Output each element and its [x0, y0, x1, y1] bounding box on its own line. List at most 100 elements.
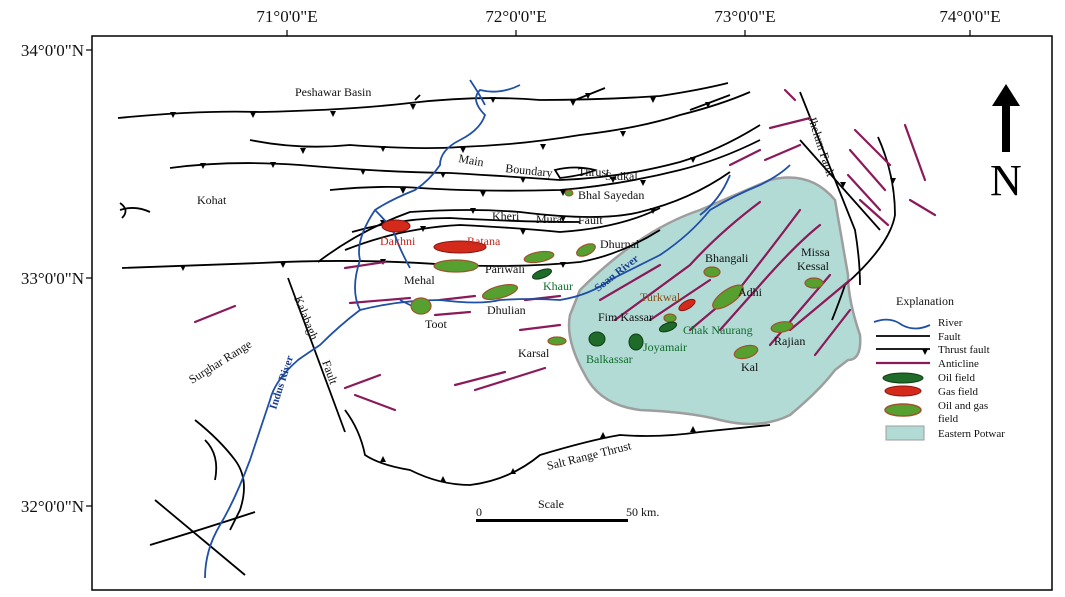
legend-river: River [938, 317, 963, 329]
jhelum-fault-line [799, 91, 861, 286]
label-dhulian: Dhulian [487, 303, 526, 317]
fault-sw-4 [154, 499, 246, 576]
faults [119, 91, 861, 576]
lon-label-74: 74°0'0"E [939, 7, 1000, 26]
scale-line [476, 519, 628, 522]
label-kmf-kheri: Kheri [492, 209, 520, 223]
field-dakhni [381, 219, 411, 233]
label-mbt-boundary: Boundary [505, 161, 554, 180]
label-fim-kassar: Fim Kassar [598, 310, 653, 324]
field-bhangali [703, 266, 721, 278]
label-kmf-murat: Murat [536, 212, 566, 226]
thrust-fault-inner-1 [344, 207, 661, 251]
label-karsal: Karsal [518, 346, 550, 360]
thrust-fault-north-1 [117, 82, 729, 119]
field-dhurnal-1 [523, 250, 555, 264]
label-dakhni: Dakhni [380, 234, 416, 248]
label-bhal-sayedan: Bhal Sayedan [578, 188, 644, 202]
label-kal: Kal [741, 360, 759, 374]
legend-oil-gas-2: field [938, 413, 959, 425]
thrust-fault-east [799, 139, 881, 231]
field-fim-kassar [663, 313, 677, 323]
label-sadkal: Sadkal [605, 169, 638, 183]
label-turkwal: Turkwal [640, 290, 681, 304]
field-karsal [547, 336, 567, 346]
scale-title: Scale [538, 497, 564, 511]
main-boundary-thrust [169, 124, 761, 181]
label-bhangali: Bhangali [705, 251, 749, 265]
legend: Explanation River Fault Thrust fault Ant… [873, 294, 1005, 441]
label-mbt-thrust: Thrust [578, 165, 610, 179]
label-pariwali: Pariwali [485, 262, 526, 276]
label-ratana: Ratana [467, 234, 501, 248]
label-kmf-fault: Fault [578, 213, 603, 227]
lon-label-73: 73°0'0"E [714, 7, 775, 26]
label-dhurnal: Dhurnal [600, 237, 640, 251]
label-joyamair: Joyamair [643, 340, 687, 354]
legend-potwar: Eastern Potwar [938, 428, 1005, 440]
label-mehal: Mehal [404, 273, 435, 287]
field-dhurnal-2 [576, 243, 596, 257]
label-kohat: Kohat [197, 193, 227, 207]
lat-label-32: 32°0'0"N [21, 497, 84, 516]
field-chak-naurang [658, 321, 678, 333]
legend-oil-gas-1: Oil and gas [938, 400, 988, 412]
lon-label-71: 71°0'0"E [256, 7, 317, 26]
fault-sw-2 [204, 439, 218, 481]
field-toot [410, 297, 432, 315]
lon-label-72: 72°0'0"E [485, 7, 546, 26]
thrust-fault-north-2 [249, 91, 751, 150]
legend-anticline: Anticline [938, 358, 979, 370]
scale-start: 0 [476, 505, 482, 519]
salt-range-thrust [344, 409, 771, 486]
legend-gas-symbol [884, 385, 922, 397]
thrust-teeth [170, 93, 896, 482]
scale-end: 50 km. [626, 505, 659, 519]
lat-label-33: 33°0'0"N [21, 269, 84, 288]
legend-potwar-symbol [885, 425, 925, 441]
legend-oil: Oil field [938, 372, 975, 384]
label-chak-naurang: Chak Naurang [683, 323, 753, 337]
field-missa-kessal [804, 277, 824, 289]
field-khaur [532, 268, 552, 280]
label-missa: Missa [801, 245, 830, 259]
scale-bar: Scale 0 50 km. [476, 497, 659, 522]
label-balkassar: Balkassar [586, 352, 633, 366]
field-dhulian [481, 283, 519, 301]
legend-title: Explanation [896, 294, 954, 308]
kalabagh-fault-line [287, 277, 346, 433]
legend-thrust: Thrust fault [938, 344, 990, 356]
legend-gas: Gas field [938, 386, 979, 398]
label-adhi: Adhi [738, 285, 763, 299]
field-turkwal [678, 298, 696, 312]
field-bhal-sayedan [564, 189, 574, 197]
field-adhi [712, 284, 744, 310]
sadkal-outline [553, 166, 598, 179]
field-mehal [433, 259, 479, 273]
fault-sw-3 [149, 511, 256, 546]
field-balkassar [588, 331, 606, 347]
field-ratana [433, 240, 487, 254]
field-joyamair [628, 333, 644, 351]
rivers [204, 79, 791, 579]
soan-river [359, 164, 791, 311]
legend-oil-symbol [882, 372, 924, 384]
north-arrow-icon [992, 84, 1020, 152]
field-rajian [770, 321, 794, 333]
fields [381, 189, 824, 360]
legend-oil-gas-symbol [884, 403, 922, 417]
legend-river-symbol [873, 318, 931, 330]
label-kessal: Kessal [797, 259, 830, 273]
anticlines [193, 88, 937, 412]
fault-sw-1 [194, 419, 245, 531]
north-label: N [990, 156, 1022, 205]
field-kal [733, 344, 759, 360]
fault-kohat [119, 207, 151, 213]
indus-river [204, 84, 521, 579]
thrust-fault-east-2 [831, 136, 896, 321]
label-toot: Toot [425, 317, 447, 331]
label-mbt-main: Main [457, 151, 484, 169]
label-peshawar-basin: Peshawar Basin [295, 85, 371, 99]
lat-label-34: 34°0'0"N [21, 41, 84, 60]
